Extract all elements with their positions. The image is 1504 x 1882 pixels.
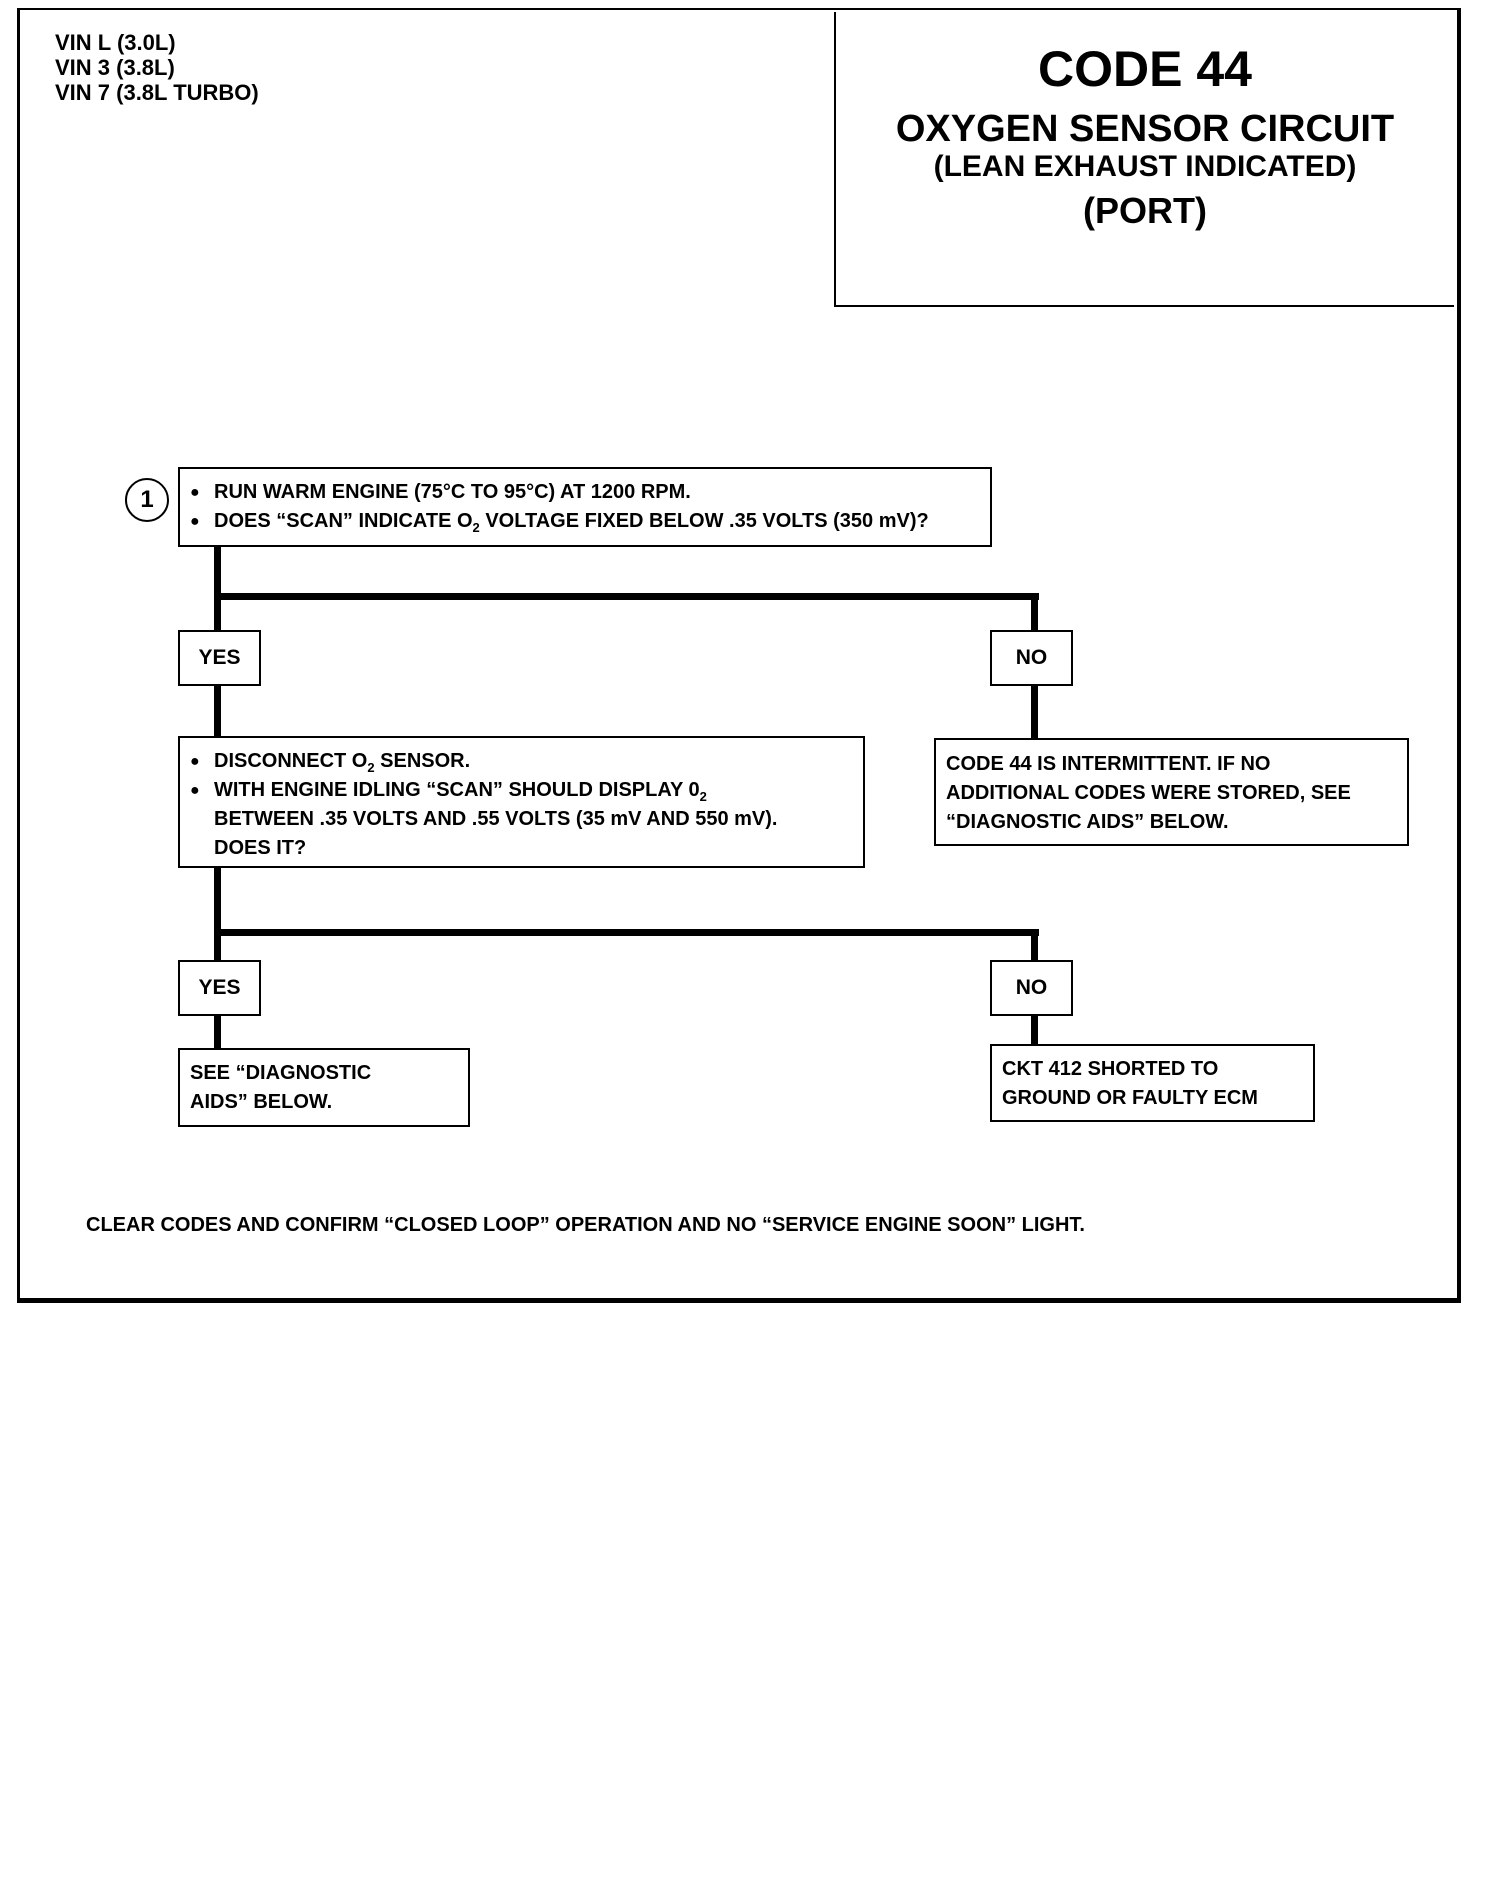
result-line: ADDITIONAL CODES WERE STORED, SEE xyxy=(946,782,1351,804)
yes-label: YES xyxy=(178,960,261,1016)
result-line: CKT 412 SHORTED TO xyxy=(1002,1058,1219,1080)
title-box: CODE 44 OXYGEN SENSOR CIRCUIT (LEAN EXHA… xyxy=(834,12,1454,307)
footer-instruction: CLEAR CODES AND CONFIRM “CLOSED LOOP” OP… xyxy=(86,1214,1085,1236)
result-line: AIDS” BELOW. xyxy=(190,1091,333,1113)
step2-bullet2-cont: BETWEEN .35 VOLTS AND .55 VOLTS (35 mV A… xyxy=(214,808,778,830)
step2-question: DOES IT? xyxy=(214,837,307,859)
connector-line xyxy=(214,929,1039,936)
vin-line: VIN 7 (3.8L TURBO) xyxy=(55,80,259,105)
step-number-marker: 1 xyxy=(125,478,169,522)
connector-line xyxy=(1031,684,1038,739)
connector-line xyxy=(1031,593,1038,631)
intermittent-result-box: CODE 44 IS INTERMITTENT. IF NO ADDITIONA… xyxy=(934,738,1409,846)
vin-list: VIN L (3.0L) VIN 3 (3.8L) VIN 7 (3.8L TU… xyxy=(55,30,259,105)
step1-bullet2: DOES “SCAN” INDICATE O2 VOLTAGE FIXED BE… xyxy=(214,510,929,535)
result-line: CODE 44 IS INTERMITTENT. IF NO xyxy=(946,753,1271,775)
result-line: GROUND OR FAULTY ECM xyxy=(1002,1087,1258,1109)
no-label: NO xyxy=(990,630,1073,686)
connector-line xyxy=(214,866,221,960)
bullet-icon: ● xyxy=(190,513,200,530)
result-line: SEE “DIAGNOSTIC xyxy=(190,1062,372,1084)
step2-box: ● DISCONNECT O2 SENSOR. ● WITH ENGINE ID… xyxy=(178,736,865,868)
step2-bullet2: WITH ENGINE IDLING “SCAN” SHOULD DISPLAY… xyxy=(214,779,707,804)
vin-line: VIN 3 (3.8L) xyxy=(55,55,175,80)
connector-line xyxy=(214,593,1039,600)
subscript: 2 xyxy=(367,760,375,775)
title-condition: (LEAN EXHAUST INDICATED) xyxy=(933,150,1357,183)
connector-line xyxy=(214,1015,221,1051)
bullet-icon: ● xyxy=(190,782,200,799)
step2-bullet1: DISCONNECT O2 SENSOR. xyxy=(214,750,471,775)
connector-line xyxy=(214,546,221,631)
connector-line xyxy=(1031,929,1038,961)
see-diagnostic-aids-box: SEE “DIAGNOSTIC AIDS” BELOW. xyxy=(178,1048,470,1127)
diagram-frame xyxy=(17,8,1461,1303)
yes-label: YES xyxy=(178,630,261,686)
result-line: “DIAGNOSTIC AIDS” BELOW. xyxy=(946,811,1229,833)
title-circuit: OXYGEN SENSOR CIRCUIT xyxy=(895,108,1395,150)
bullet-icon: ● xyxy=(190,484,200,501)
step1-box: ● RUN WARM ENGINE (75°C TO 95°C) AT 1200… xyxy=(178,467,992,547)
vin-line: VIN L (3.0L) xyxy=(55,30,176,55)
code-title: CODE 44 xyxy=(1038,41,1252,97)
title-port: (PORT) xyxy=(1083,190,1207,231)
connector-line xyxy=(214,684,221,737)
subscript: 2 xyxy=(472,520,480,535)
connector-line xyxy=(1031,1015,1038,1046)
no-label: NO xyxy=(990,960,1073,1016)
step1-bullet1: RUN WARM ENGINE (75°C TO 95°C) AT 1200 R… xyxy=(214,481,691,503)
ckt-result-box: CKT 412 SHORTED TO GROUND OR FAULTY ECM xyxy=(990,1044,1315,1122)
bullet-icon: ● xyxy=(190,753,200,770)
subscript: 2 xyxy=(699,789,707,804)
